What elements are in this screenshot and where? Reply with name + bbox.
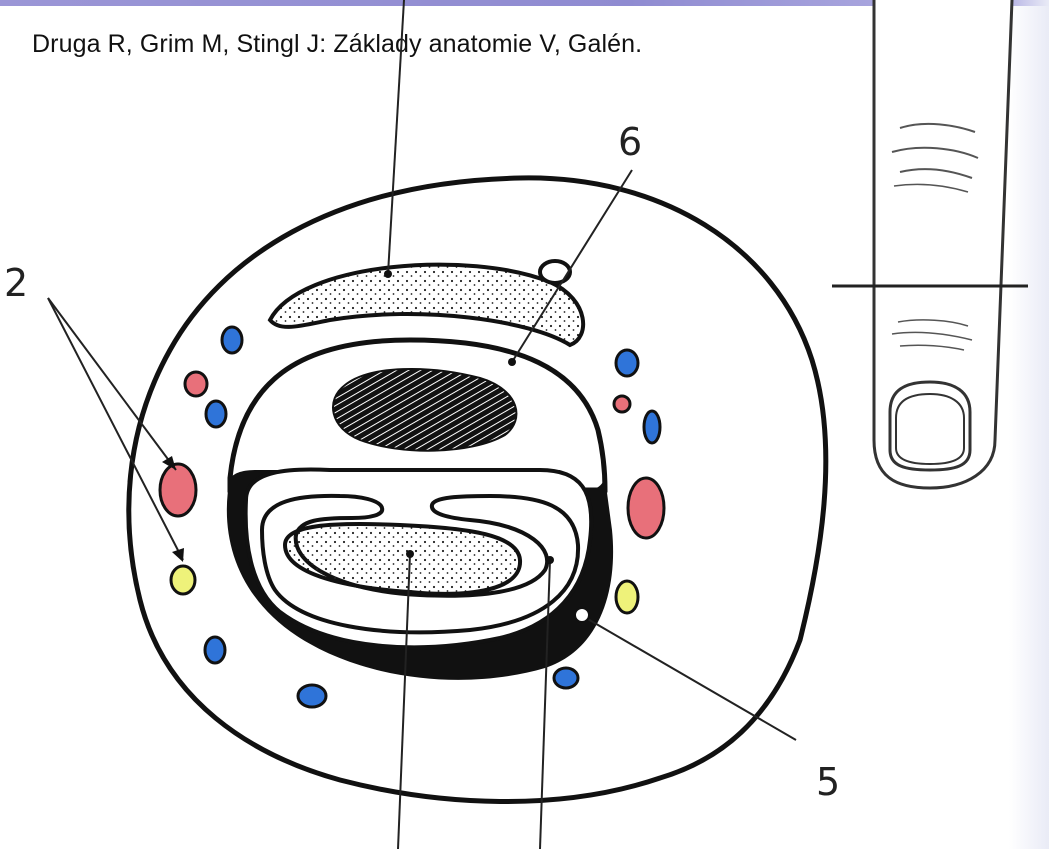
leader-dot-6 [508, 358, 516, 366]
label-2: 2 [4, 261, 28, 305]
artery-vessel [160, 464, 196, 516]
artery-vessel [628, 478, 664, 538]
vein-vessel [298, 685, 326, 707]
finger-illustration [832, 0, 1028, 488]
leader-ring-5 [575, 608, 589, 622]
artery-vessel [614, 396, 630, 412]
label-5: 5 [816, 760, 840, 804]
vein-vessel [554, 668, 578, 688]
leader-dot-top [384, 270, 392, 278]
vein-vessel [644, 411, 660, 443]
vein-vessel [205, 637, 225, 663]
artery-vessel [185, 372, 207, 396]
nerve-vessel [171, 566, 195, 594]
nerve-vessel [616, 581, 638, 613]
marrow-patch [333, 369, 516, 451]
vein-vessel [222, 327, 242, 353]
label-6: 6 [618, 120, 642, 164]
vein-vessel [616, 350, 638, 376]
leader-dot-bottom-2 [546, 556, 554, 564]
vein-vessel [206, 401, 226, 427]
small-oval-vessel [540, 261, 570, 283]
nail-outline [890, 382, 970, 470]
leader-dot-bottom-1 [406, 550, 414, 558]
